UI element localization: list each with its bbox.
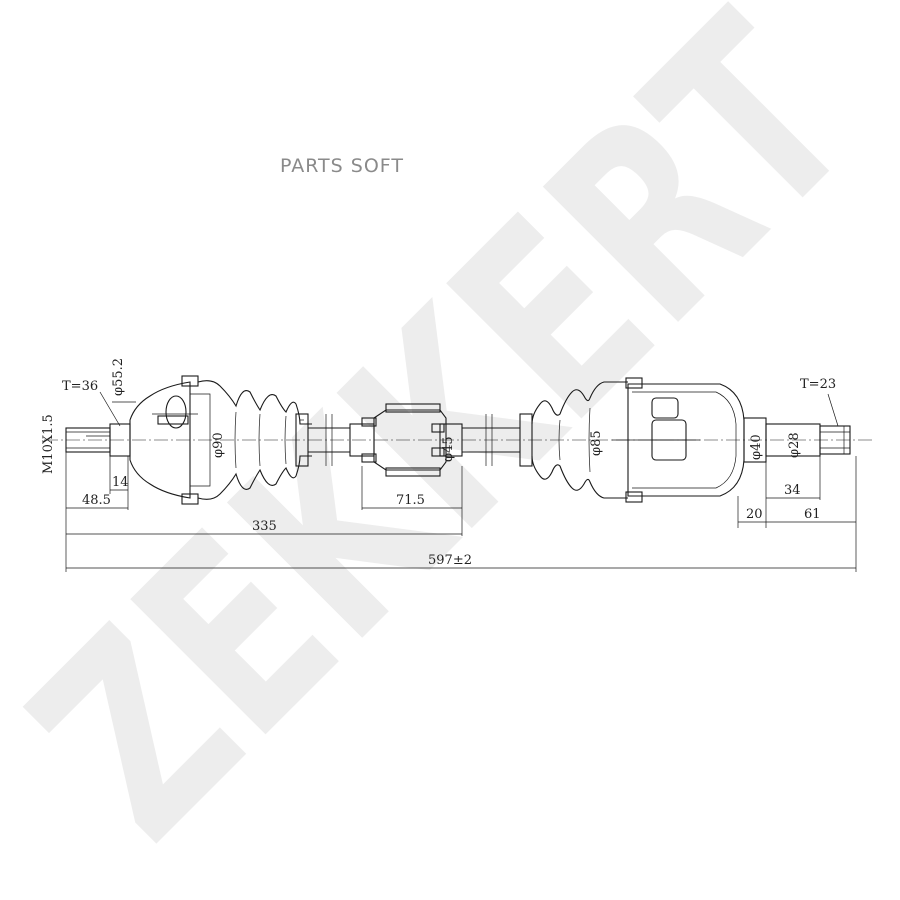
- label-dia-outer-boot: φ90: [211, 432, 226, 458]
- label-dia-inner-boot: φ85: [589, 430, 604, 456]
- label-len-thread: 14: [112, 475, 129, 490]
- tripod-roller: [651, 397, 679, 419]
- label-dia-inner-spline: φ28: [787, 432, 802, 458]
- parts-soft-tag: PARTS SOFT: [280, 155, 404, 177]
- boot-clamp: [181, 375, 199, 387]
- outer-boot: [197, 380, 312, 425]
- inner-cv-joint: [519, 377, 851, 503]
- label-dia-damper: φ45: [441, 436, 456, 462]
- label-len-inner-collar: 20: [746, 507, 763, 522]
- inner-spline: [819, 425, 851, 455]
- label-teeth-outer: T=36: [62, 379, 98, 394]
- label-len-damper: 71.5: [396, 493, 425, 508]
- label-len-outer-stub: 48.5: [82, 493, 111, 508]
- damper: [349, 403, 463, 477]
- label-len-inner-spline: 34: [784, 483, 801, 498]
- outer-bell: [129, 381, 191, 499]
- label-len-total: 597±2: [428, 553, 472, 568]
- label-len-inner-stub: 61: [804, 507, 821, 522]
- shaft: [308, 414, 520, 466]
- inner-boot: [531, 381, 628, 425]
- label-dia-outer-neck: φ55.2: [111, 358, 126, 396]
- dimension-labels: M10X1.5 T=36 φ55.2 φ90 φ45 φ85 φ40 φ28 T…: [41, 358, 836, 568]
- label-teeth-inner: T=23: [800, 377, 836, 392]
- label-thread: M10X1.5: [41, 414, 56, 474]
- outer-cv-joint: [65, 375, 312, 505]
- label-dia-inner-stub: φ40: [749, 434, 764, 460]
- label-len-to-damper: 335: [252, 519, 277, 534]
- dimension-lines: [65, 391, 857, 572]
- damper-body: [373, 409, 447, 471]
